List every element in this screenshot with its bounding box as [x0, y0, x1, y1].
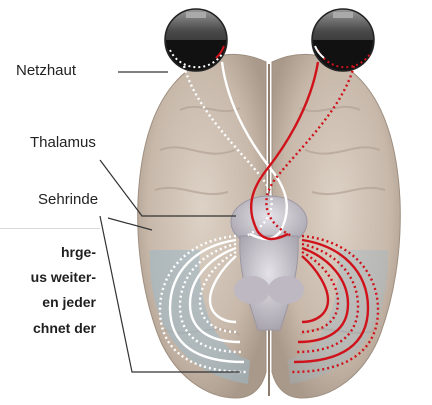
retina-label: Netzhaut — [16, 62, 76, 79]
body-text-line-2: us weiter- — [0, 269, 96, 285]
brain — [138, 54, 401, 398]
visual-cortex-label: Sehrinde — [38, 191, 98, 208]
body-text-line-1: hrge- — [0, 244, 96, 260]
left-eye — [165, 9, 227, 71]
body-text-line-4: chnet der — [0, 320, 96, 336]
text-separator — [0, 228, 100, 229]
cerebellum-left — [234, 276, 270, 304]
right-eye — [312, 9, 374, 71]
thalamus-label: Thalamus — [30, 134, 96, 151]
cerebellum-right — [268, 276, 304, 304]
body-text-line-3: en jeder — [0, 294, 96, 310]
